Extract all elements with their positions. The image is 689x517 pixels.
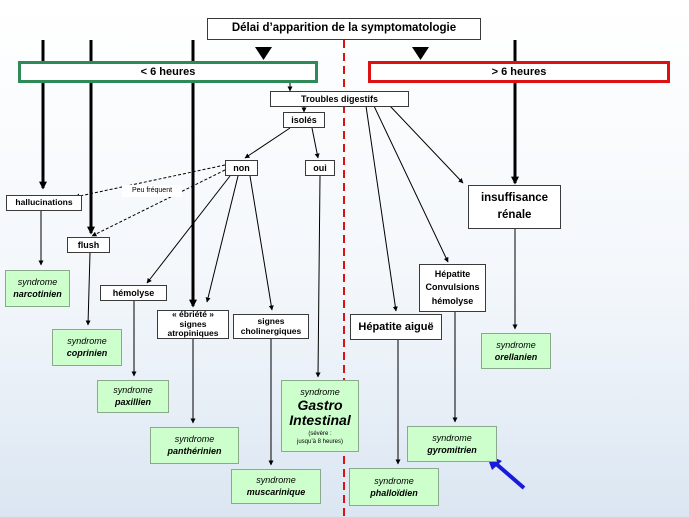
branch-less-than-6h: < 6 heures xyxy=(18,61,318,83)
syndrome-word: syndrome xyxy=(256,475,296,485)
isoles-box: isolés xyxy=(283,112,325,128)
peu-frequent-label: Peu fréquent xyxy=(122,185,182,197)
ebriete-box: « ébriété » signes atropiniques xyxy=(157,308,229,339)
syndrome-narcotinien: syndrome narcotinien xyxy=(5,270,70,307)
dashed-arrow-hallucinations xyxy=(74,164,226,199)
branch-less-than-6h-label: < 6 heures xyxy=(140,65,196,78)
branch-more-than-6h-label: > 6 heures xyxy=(491,65,547,78)
pointer-arrow xyxy=(492,460,526,490)
dashed-arrow-flush xyxy=(91,169,226,237)
triangle-right xyxy=(412,47,429,60)
cholinergiques-line-1: signes xyxy=(257,315,285,326)
flush-label: flush xyxy=(77,239,100,250)
isoles-label: isolés xyxy=(291,114,317,125)
troubles-digestifs-label: Troubles digestifs xyxy=(300,93,378,104)
syndrome-word: syndrome xyxy=(496,339,536,350)
oui-box: oui xyxy=(305,160,335,176)
gastro-line-2: Intestinal xyxy=(289,411,351,428)
hepatite-aigue-box: Hépatite aiguë xyxy=(350,314,442,340)
peu-frequent-text: Peu fréquent xyxy=(131,187,173,194)
oui-label: oui xyxy=(313,162,327,173)
syndrome-name: gyromitrien xyxy=(427,444,477,455)
syndrome-name: coprinien xyxy=(66,348,108,358)
syndrome-word: syndrome xyxy=(174,434,215,444)
syndrome-phalloidien: syndrome phalloïdien xyxy=(349,468,439,506)
syndrome-orellanien: syndrome orellanien xyxy=(481,333,551,369)
hepatite-convulsions-line-3: hémolyse xyxy=(431,295,474,306)
hallucinations-box: hallucinations xyxy=(6,195,82,211)
syndrome-pantherinien: syndrome panthérinien xyxy=(150,427,239,464)
syndrome-name: phalloïdien xyxy=(370,487,418,498)
syndrome-word: syndrome xyxy=(17,277,58,287)
syndrome-word: syndrome xyxy=(432,432,472,443)
syndrome-name: paxillien xyxy=(114,397,151,407)
syndrome-name: orellanien xyxy=(494,351,538,362)
ebriete-line-3: atropiniques xyxy=(167,328,219,339)
syndrome-gyromitrien: syndrome gyromitrien xyxy=(407,426,497,462)
troubles-digestifs-box: Troubles digestifs xyxy=(270,91,409,107)
syndrome-name: muscarinique xyxy=(246,487,306,497)
hemolyse-box: hémolyse xyxy=(100,285,167,301)
gastro-note-2: jusqu’à 8 heures) xyxy=(296,438,344,445)
syndrome-paxillien: syndrome paxillien xyxy=(97,380,169,413)
syndrome-word: syndrome xyxy=(374,475,414,486)
hepatite-convulsions-box: Hépatite Convulsions hémolyse xyxy=(419,264,486,312)
gastro-note-1: (sévère : xyxy=(308,430,332,437)
ebriete-line-1: « ébriété » xyxy=(171,308,215,319)
title-text: Délai d’apparition de la symptomatologie xyxy=(231,22,457,35)
insuffisance-line-1: insuffisance xyxy=(480,191,549,204)
hepatite-convulsions-line-1: Hépatite xyxy=(434,269,471,280)
syndrome-name: narcotinien xyxy=(13,289,62,299)
syndrome-word: syndrome xyxy=(113,385,153,395)
syndrome-muscarinique: syndrome muscarinique xyxy=(231,469,321,504)
non-box: non xyxy=(225,160,258,176)
syndrome-name: panthérinien xyxy=(167,446,222,456)
title-box: Délai d’apparition de la symptomatologie xyxy=(207,18,481,40)
syndrome-coprinien: syndrome coprinien xyxy=(52,329,122,366)
triangle-left xyxy=(255,47,272,60)
gastro-line-1: Gastro xyxy=(297,396,343,413)
syndrome-gastro-intestinal: syndrome Gastro Intestinal (sévère : jus… xyxy=(281,380,359,452)
non-label: non xyxy=(233,162,250,173)
hepatite-convulsions-line-2: Convulsions xyxy=(425,282,480,293)
insuffisance-line-2: rénale xyxy=(497,209,532,221)
syndrome-word: syndrome xyxy=(67,336,107,346)
hallucinations-label: hallucinations xyxy=(15,197,73,208)
cholinergiques-line-2: cholinergiques xyxy=(240,325,302,336)
hemolyse-label: hémolyse xyxy=(112,287,155,298)
insuffisance-renale-box: insuffisance rénale xyxy=(468,185,561,229)
flush-box: flush xyxy=(67,237,110,253)
hepatite-aigue-label: Hépatite aiguë xyxy=(358,320,434,333)
ebriete-line-2: signes xyxy=(179,318,207,329)
branch-more-than-6h: > 6 heures xyxy=(368,61,670,83)
syndrome-word: syndrome xyxy=(300,386,340,397)
signes-cholinergiques-box: signes cholinergiques xyxy=(233,314,309,339)
